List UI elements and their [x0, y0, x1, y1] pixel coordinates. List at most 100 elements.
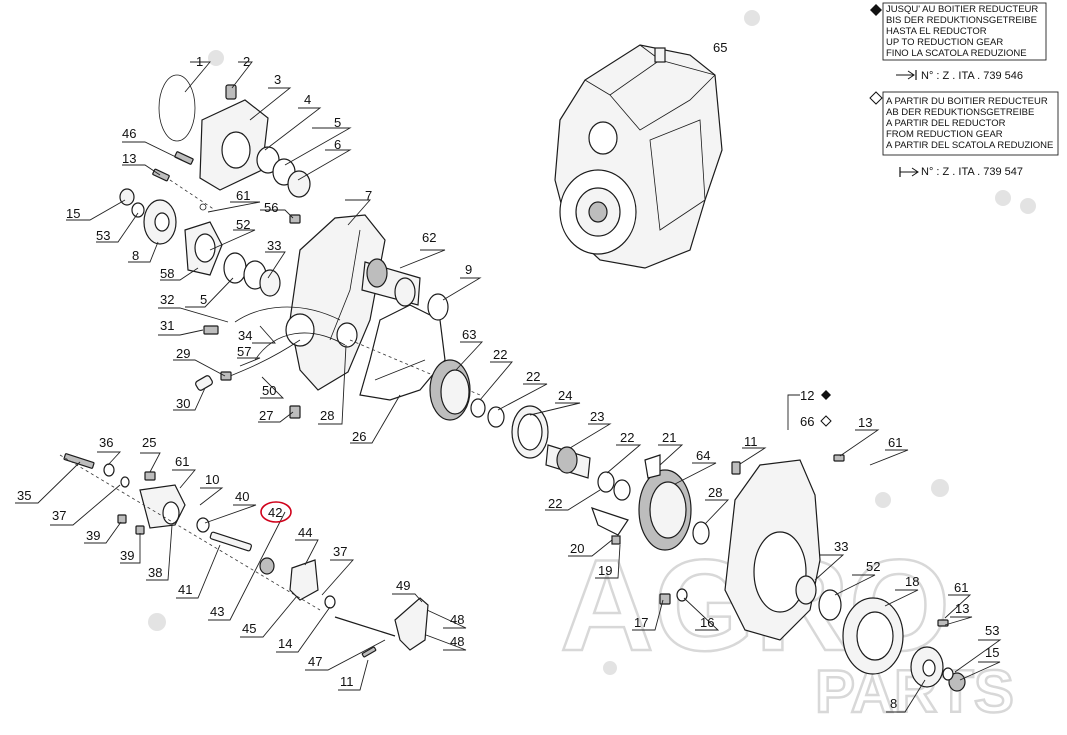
callout-1: 1 — [196, 54, 203, 69]
callout-25: 25 — [142, 435, 156, 450]
callout-35: 35 — [17, 488, 31, 503]
outline-diamond-icon — [869, 91, 883, 105]
callout-40: 40 — [235, 489, 249, 504]
callout-58: 58 — [160, 266, 174, 281]
gear-train-center — [429, 359, 631, 501]
filled-diamond-icon — [870, 4, 882, 16]
legend-top-line-5: FINO LA SCATOLA REDUZIONE — [886, 48, 1027, 59]
callout-37-right: 37 — [333, 544, 347, 559]
gear-64 — [591, 454, 710, 551]
callout-61-right: 61 — [888, 435, 902, 450]
callout-48-a: 48 — [450, 612, 464, 627]
callout-4: 4 — [304, 92, 311, 107]
wire-bundle-34 — [195, 306, 346, 391]
callout-18: 18 — [905, 574, 919, 589]
callout-22-d: 22 — [548, 496, 562, 511]
callout-7: 7 — [365, 188, 372, 203]
callout-14: 14 — [278, 636, 292, 651]
callout-10: 10 — [205, 472, 219, 487]
callout-22-a: 22 — [493, 347, 507, 362]
legend-top-serial: N° : Z . ITA . 739 546 — [921, 70, 1023, 82]
legend-bottom-line-4: FROM REDUCTION GEAR — [886, 129, 1003, 140]
callout-29: 29 — [176, 346, 190, 361]
callout-37-left: 37 — [52, 508, 66, 523]
callout-8-left: 8 — [132, 248, 139, 263]
callout-24: 24 — [558, 388, 572, 403]
callout-65: 65 — [713, 40, 727, 55]
callout-12-group: 12 — [800, 388, 831, 403]
legend-bottom-serial: N° : Z . ITA . 739 547 — [921, 166, 1023, 178]
callout-45: 45 — [242, 621, 256, 636]
callout-43: 43 — [210, 604, 224, 619]
callout-52-right: 52 — [866, 559, 880, 574]
callout-3: 3 — [274, 72, 281, 87]
callout-62: 62 — [422, 230, 436, 245]
callout-44: 44 — [298, 525, 312, 540]
main-housing-7 — [285, 214, 386, 419]
legend-bottom-line-1: A PARTIR DU BOITIER REDUCTEUR — [886, 96, 1048, 107]
callout-61-left: 61 — [236, 188, 250, 203]
bar-to-arrow-icon — [899, 167, 919, 177]
legend-bottom-line-5: A PARTIR DEL SCATOLA REDUZIONE — [886, 140, 1053, 151]
callout-42: 42 — [268, 505, 282, 520]
legend-bottom-line-3: A PARTIR DEL REDUCTOR — [886, 118, 1006, 129]
callout-47: 47 — [308, 654, 322, 669]
callout-22-c: 22 — [620, 430, 634, 445]
callout-12: 12 — [800, 388, 814, 403]
callout-13-right: 13 — [858, 415, 872, 430]
callout-20: 20 — [570, 541, 584, 556]
outline-diamond-icon — [820, 415, 832, 427]
callout-19: 19 — [598, 563, 612, 578]
callout-17: 17 — [634, 615, 648, 630]
callout-39-a: 39 — [86, 528, 100, 543]
callout-15-right: 15 — [985, 645, 999, 660]
callout-8-right: 8 — [890, 696, 897, 711]
callout-48-b: 48 — [450, 634, 464, 649]
callout-15-left: 15 — [66, 206, 80, 221]
callout-26: 26 — [352, 429, 366, 444]
callout-53-left: 53 — [96, 228, 110, 243]
legend-bottom-line-2: AB DER REDUKTIONSGETREIBE — [886, 107, 1034, 118]
callout-38: 38 — [148, 565, 162, 580]
legend-top-line-3: HASTA EL REDUCTOR — [886, 26, 987, 37]
callout-5-top: 5 — [334, 115, 341, 130]
callout-57: 57 — [237, 344, 251, 359]
arrow-to-bar-icon — [896, 70, 917, 80]
callout-56: 56 — [264, 200, 278, 215]
leader-lines — [15, 61, 1002, 713]
callout-5-mid: 5 — [200, 292, 207, 307]
callout-61-lower-right: 61 — [954, 580, 968, 595]
callout-49: 49 — [396, 578, 410, 593]
callout-2: 2 — [243, 54, 250, 69]
callout-64: 64 — [696, 448, 710, 463]
callout-41: 41 — [178, 582, 192, 597]
callout-42-highlight: 42 — [260, 501, 292, 523]
callout-66: 66 — [800, 414, 814, 429]
callout-61-lower-left: 61 — [175, 454, 189, 469]
legend-top-line-1: JUSQU' AU BOITIER REDUCTEUR — [886, 4, 1038, 15]
callout-28-left: 28 — [320, 408, 334, 423]
shift-mechanism — [59, 453, 429, 658]
callout-39-b: 39 — [120, 548, 134, 563]
callout-9: 9 — [465, 262, 472, 277]
legend-top-line-4: UP TO REDUCTION GEAR — [886, 37, 1003, 48]
callout-21: 21 — [662, 430, 676, 445]
callout-6: 6 — [334, 137, 341, 152]
legend-top: JUSQU' AU BOITIER REDUCTEUR BIS DER REDU… — [870, 2, 1047, 82]
callout-11-left: 11 — [340, 674, 354, 689]
callout-63: 63 — [462, 327, 476, 342]
legend-bottom: A PARTIR DU BOITIER REDUCTEUR AB DER RED… — [869, 91, 1059, 178]
shaft-62 — [349, 258, 481, 396]
callout-13-lower-right: 13 — [955, 601, 969, 616]
callout-28-right: 28 — [708, 485, 722, 500]
callouts: 1 2 3 4 5 6 46 13 61 15 53 8 56 52 58 33… — [17, 40, 999, 711]
callout-11-right: 11 — [744, 434, 758, 449]
legend-top-line-2: BIS DER REDUKTIONSGETREIBE — [886, 15, 1037, 26]
flange-group-right — [659, 588, 966, 692]
callout-66-group: 66 — [800, 414, 832, 429]
callout-16: 16 — [700, 615, 714, 630]
callout-50: 50 — [262, 383, 276, 398]
callout-34: 34 — [238, 328, 252, 343]
right-housing — [724, 454, 845, 641]
